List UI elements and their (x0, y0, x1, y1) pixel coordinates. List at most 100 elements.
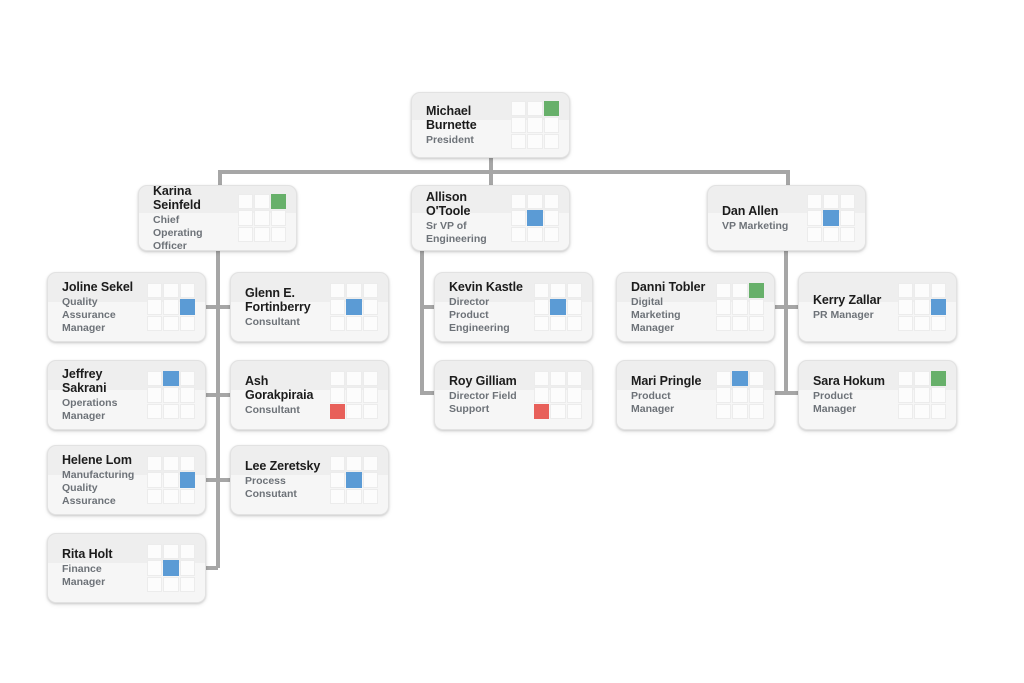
status-cell-empty (330, 283, 346, 299)
status-grid-icon (534, 283, 582, 331)
node-person-title: Chief Operating Officer (153, 213, 203, 251)
status-cell-empty (930, 387, 946, 403)
status-cell-empty (179, 283, 195, 299)
status-cell-empty (147, 371, 163, 387)
status-cell-empty (362, 283, 378, 299)
status-cell-empty (163, 576, 179, 592)
status-cell-empty (732, 403, 748, 419)
status-cell-active-blue (823, 210, 839, 226)
status-cell-empty (362, 472, 378, 488)
status-cell-empty (179, 560, 195, 576)
status-cell-empty (566, 371, 582, 387)
status-cell-empty (147, 387, 163, 403)
status-cell-empty (543, 194, 559, 210)
status-cell-empty (914, 283, 930, 299)
status-cell-empty (898, 283, 914, 299)
status-cell-empty (898, 387, 914, 403)
status-grid-icon (716, 283, 764, 331)
status-cell-empty (839, 210, 855, 226)
node-person-title: Sr VP of Engineering (426, 220, 487, 245)
node-person-name: Sara Hokum (813, 374, 885, 388)
status-cell-empty (566, 315, 582, 331)
status-cell-active-blue (550, 299, 566, 315)
status-grid-icon (511, 194, 559, 242)
status-grid-icon (147, 456, 195, 504)
status-cell-empty (527, 133, 543, 149)
node-person-title: PR Manager (813, 308, 874, 321)
node-person-name: Glenn E. Fortinberry (245, 285, 311, 314)
status-cell-empty (238, 194, 254, 210)
status-cell-empty (823, 226, 839, 242)
status-cell-empty (898, 299, 914, 315)
status-cell-empty (534, 387, 550, 403)
node-person-name: Michael Burnette (426, 103, 477, 132)
connector-allison-b2 (420, 391, 440, 395)
status-cell-empty (511, 101, 527, 117)
status-cell-empty (254, 210, 270, 226)
status-cell-empty (147, 403, 163, 419)
connector-drop-dan (786, 170, 790, 187)
status-cell-active-blue (163, 560, 179, 576)
status-cell-empty (147, 544, 163, 560)
node-person-title: Director Field Support (449, 390, 517, 415)
status-grid-icon (330, 456, 378, 504)
status-cell-empty (346, 283, 362, 299)
status-cell-empty (914, 315, 930, 331)
status-cell-empty (807, 226, 823, 242)
status-cell-empty (550, 315, 566, 331)
status-cell-empty (147, 472, 163, 488)
status-cell-empty (346, 403, 362, 419)
status-cell-active-green (543, 101, 559, 117)
status-cell-empty (163, 387, 179, 403)
node-person-name: Lee Zeretsky (245, 459, 321, 473)
status-cell-empty (511, 226, 527, 242)
status-cell-empty (534, 315, 550, 331)
status-cell-empty (732, 299, 748, 315)
status-cell-empty (346, 488, 362, 504)
status-cell-empty (163, 299, 179, 315)
status-cell-empty (238, 210, 254, 226)
status-grid-icon (898, 371, 946, 419)
status-cell-empty (898, 403, 914, 419)
status-grid-icon (807, 194, 855, 242)
status-cell-empty (346, 371, 362, 387)
status-cell-empty (914, 299, 930, 315)
status-cell-empty (527, 194, 543, 210)
status-cell-empty (270, 226, 286, 242)
status-cell-empty (527, 101, 543, 117)
status-cell-empty (330, 488, 346, 504)
status-cell-empty (716, 387, 732, 403)
status-cell-empty (839, 194, 855, 210)
status-cell-active-blue (346, 299, 362, 315)
status-cell-empty (748, 387, 764, 403)
